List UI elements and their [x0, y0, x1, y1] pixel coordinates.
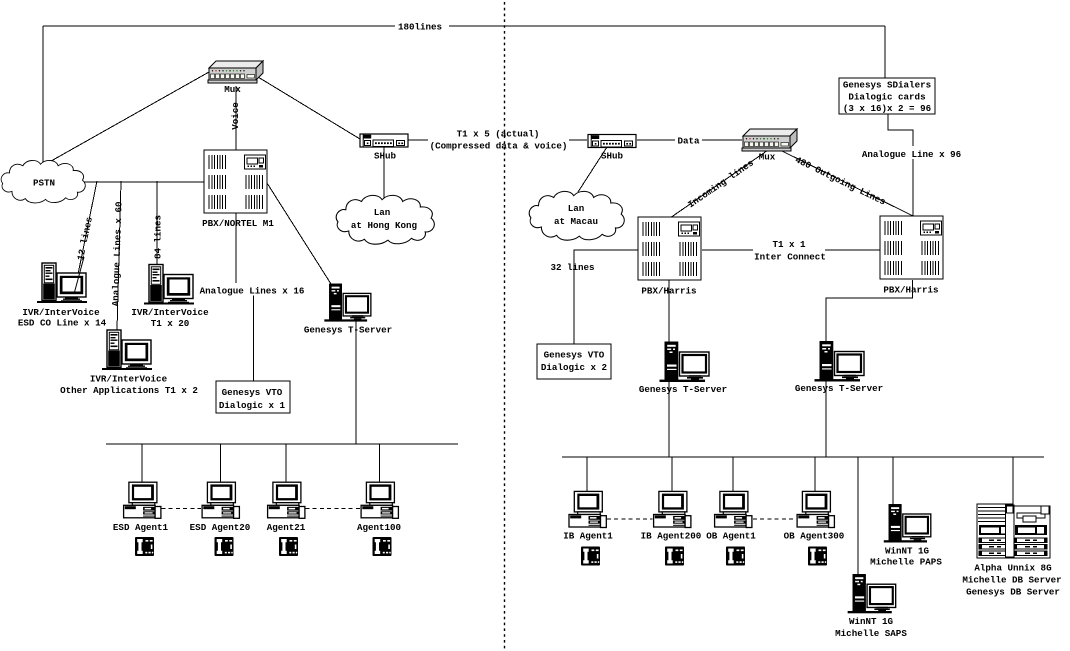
svg-text:84 lines: 84 lines: [153, 215, 164, 259]
svg-text:Genesys T-Server: Genesys T-Server: [795, 383, 883, 394]
svg-text:ESD Agent1: ESD Agent1: [113, 522, 169, 533]
svg-text:(Compressed data & voice): (Compressed data & voice): [430, 141, 568, 152]
svg-text:Data: Data: [677, 136, 700, 147]
svg-text:180lines: 180lines: [398, 22, 442, 33]
svg-text:T1 x 1: T1 x 1: [772, 239, 806, 250]
svg-text:Dialogic x 1: Dialogic x 1: [219, 400, 286, 411]
svg-text:Lan: Lan: [374, 207, 391, 218]
svg-text:IB Agent200: IB Agent200: [641, 531, 702, 542]
svg-text:IVR/InterVoice: IVR/InterVoice: [131, 307, 209, 318]
svg-text:Genesys T-Server: Genesys T-Server: [639, 384, 727, 395]
svg-text:Lan: Lan: [568, 203, 585, 214]
svg-text:SHub: SHub: [601, 151, 624, 162]
svg-text:Dialogic x 2: Dialogic x 2: [541, 362, 607, 373]
svg-text:WinNT 1G: WinNT 1G: [849, 616, 894, 627]
svg-text:Analogue Lines x 16: Analogue Lines x 16: [200, 286, 305, 297]
svg-text:T1 x 20: T1 x 20: [151, 318, 190, 329]
svg-text:Michelle SAPS: Michelle SAPS: [835, 628, 907, 639]
svg-text:OB Agent1: OB Agent1: [706, 531, 756, 542]
svg-text:32 lines: 32 lines: [550, 262, 594, 273]
svg-text:Voice: Voice: [230, 102, 241, 130]
svg-text:Mux: Mux: [224, 84, 241, 95]
svg-text:ESD Agent20: ESD Agent20: [190, 522, 251, 533]
svg-text:Dialogic cards: Dialogic cards: [848, 92, 925, 103]
svg-text:Genesys VTO: Genesys VTO: [544, 350, 605, 361]
svg-text:Agent100: Agent100: [357, 522, 401, 533]
svg-text:T1 x 5 (actual): T1 x 5 (actual): [457, 129, 540, 140]
svg-text:Genesys VTO: Genesys VTO: [222, 387, 283, 398]
svg-text:IVR/InterVoice: IVR/InterVoice: [90, 374, 168, 385]
svg-text:SHub: SHub: [374, 151, 397, 162]
svg-text:Genesys SDialers: Genesys SDialers: [843, 80, 931, 91]
svg-text:Mux: Mux: [759, 152, 776, 163]
svg-text:(3 x 16)x 2 = 96: (3 x 16)x 2 = 96: [843, 103, 931, 114]
svg-text:Inter Connect: Inter Connect: [754, 252, 826, 263]
svg-text:Michelle DB Server: Michelle DB Server: [962, 575, 1061, 586]
svg-text:Alpha Unnix 8G: Alpha Unnix 8G: [974, 563, 1052, 574]
svg-text:at Hong Kong: at Hong Kong: [351, 220, 417, 231]
svg-text:Genesys T-Server: Genesys T-Server: [304, 325, 392, 336]
svg-text:WinNT 1G: WinNT 1G: [885, 546, 930, 557]
svg-text:PSTN: PSTN: [33, 178, 55, 189]
svg-text:Michelle PAPS: Michelle PAPS: [870, 557, 942, 568]
svg-text:Agent21: Agent21: [267, 522, 306, 533]
svg-text:PBX/NORTEL M1: PBX/NORTEL M1: [202, 218, 274, 229]
svg-text:Genesys DB Server: Genesys DB Server: [966, 587, 1060, 598]
svg-text:at Macau: at Macau: [554, 216, 598, 227]
svg-text:IVR/InterVoice: IVR/InterVoice: [22, 307, 100, 318]
svg-text:PBX/Harris: PBX/Harris: [883, 285, 938, 296]
svg-text:IB Agent1: IB Agent1: [563, 531, 613, 542]
svg-text:ESD CO Line x 14: ESD CO Line x 14: [18, 318, 107, 329]
svg-text:Analogue Lines x 60: Analogue Lines x 60: [110, 201, 125, 306]
svg-text:Other Applications T1 x 2: Other Applications T1 x 2: [60, 385, 198, 396]
svg-text:Analogue Line x 96: Analogue Line x 96: [862, 149, 961, 160]
svg-text:PBX/Harris: PBX/Harris: [641, 286, 696, 297]
svg-text:OB Agent300: OB Agent300: [784, 531, 845, 542]
